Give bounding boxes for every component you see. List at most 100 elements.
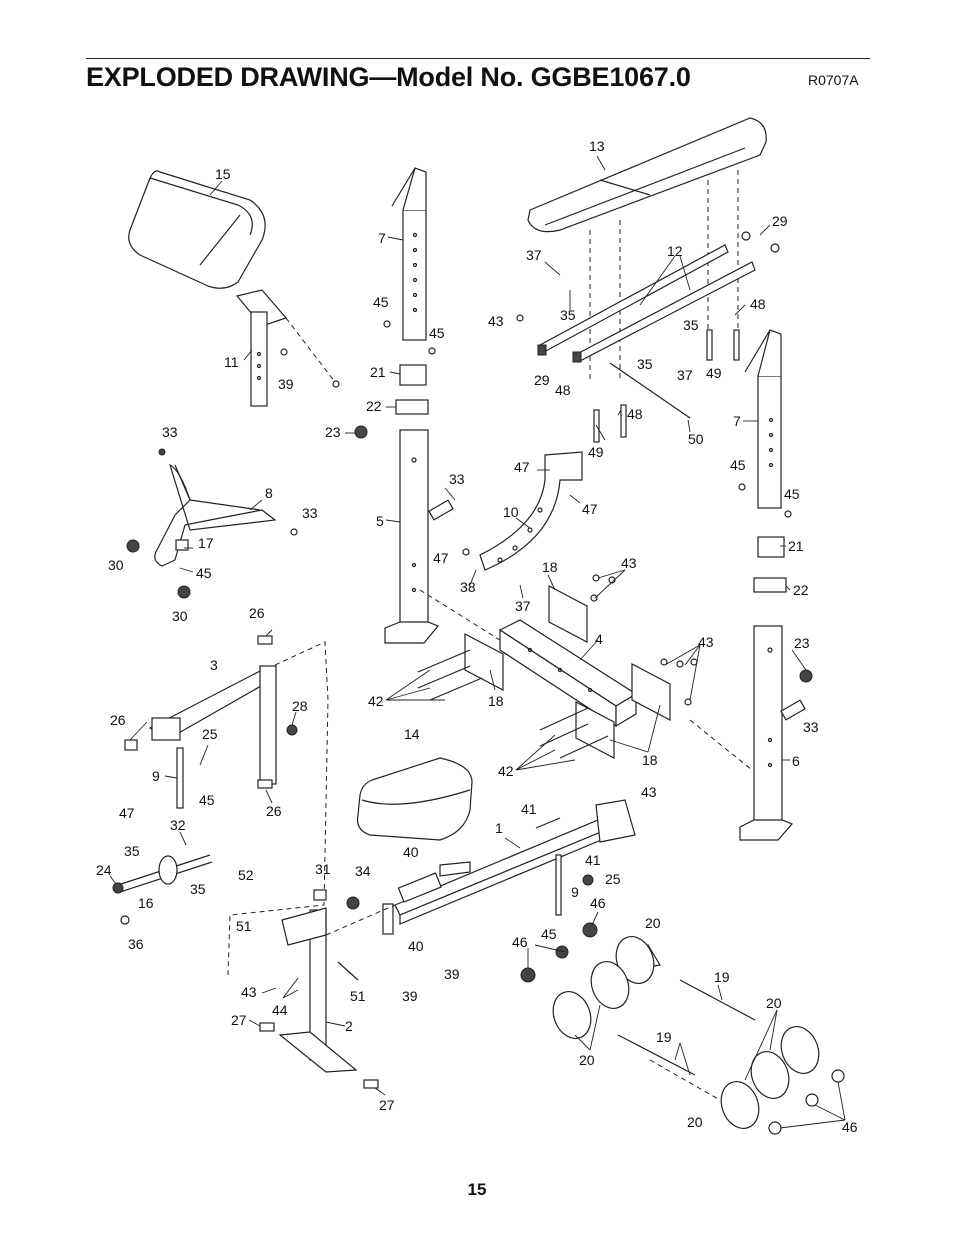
label-14: 14 xyxy=(404,726,420,742)
label-20-c: 20 xyxy=(579,1052,595,1068)
arm-pad-post-part xyxy=(235,289,340,407)
label-46-a: 46 xyxy=(590,895,606,911)
leader-lines xyxy=(109,155,846,1129)
upright-front-part xyxy=(354,425,501,644)
part-labels: 15 7 13 29 37 12 45 48 35 43 45 35 11 35… xyxy=(96,138,858,1135)
label-18-a: 18 xyxy=(542,559,558,575)
label-48-c: 48 xyxy=(627,406,643,422)
bolts-49 xyxy=(593,329,740,443)
label-8: 8 xyxy=(265,485,273,501)
label-19-a: 19 xyxy=(714,969,730,985)
label-26-a: 26 xyxy=(249,605,265,621)
label-45-c: 45 xyxy=(730,457,746,473)
label-22-left: 22 xyxy=(366,398,382,414)
label-40-b: 40 xyxy=(408,938,424,954)
upright-insert-left-part xyxy=(383,167,436,355)
label-13: 13 xyxy=(589,138,605,154)
label-9-b: 9 xyxy=(571,884,579,900)
label-12: 12 xyxy=(667,243,683,259)
label-24: 24 xyxy=(96,862,112,878)
label-48-b: 48 xyxy=(555,382,571,398)
label-49-a: 49 xyxy=(706,365,722,381)
label-7-right: 7 xyxy=(733,413,741,429)
label-49-b: 49 xyxy=(588,444,604,460)
label-16: 16 xyxy=(138,895,154,911)
label-33-d: 33 xyxy=(803,719,819,735)
label-47-a: 47 xyxy=(514,459,530,475)
label-52: 52 xyxy=(238,867,254,883)
label-25-a: 25 xyxy=(202,726,218,742)
label-51-a: 51 xyxy=(236,918,252,934)
label-41-b: 41 xyxy=(585,852,601,868)
label-4: 4 xyxy=(595,631,603,647)
label-50: 50 xyxy=(688,431,704,447)
label-21-right: 21 xyxy=(788,538,804,554)
label-33-a: 33 xyxy=(162,424,178,440)
label-30-b: 30 xyxy=(172,608,188,624)
label-46-c: 46 xyxy=(842,1119,858,1135)
label-45-f: 45 xyxy=(199,792,215,808)
label-39-c: 39 xyxy=(402,988,418,1004)
label-7-left: 7 xyxy=(378,230,386,246)
label-35-b: 35 xyxy=(683,317,699,333)
label-41-a: 41 xyxy=(521,801,537,817)
label-37-c: 37 xyxy=(515,598,531,614)
label-38: 38 xyxy=(460,579,476,595)
label-35-e: 35 xyxy=(190,881,206,897)
cap-21-left xyxy=(399,364,427,386)
label-39-b: 39 xyxy=(444,966,460,982)
adjust-bracket-part xyxy=(462,451,583,571)
label-18-b: 18 xyxy=(488,693,504,709)
label-23-right: 23 xyxy=(794,635,810,651)
label-43-c: 43 xyxy=(698,634,714,650)
label-51-b: 51 xyxy=(350,988,366,1004)
cap-21-right xyxy=(757,536,785,558)
label-33-b: 33 xyxy=(449,471,465,487)
label-27-b: 27 xyxy=(379,1097,395,1113)
label-43-b: 43 xyxy=(621,555,637,571)
label-9-a: 9 xyxy=(152,768,160,784)
label-26-b: 26 xyxy=(110,712,126,728)
rollers-front-part xyxy=(520,922,756,1039)
label-15: 15 xyxy=(215,166,231,182)
label-29-b: 29 xyxy=(534,372,550,388)
label-27-a: 27 xyxy=(231,1012,247,1028)
label-47-c: 47 xyxy=(433,550,449,566)
label-31: 31 xyxy=(315,861,331,877)
label-28: 28 xyxy=(292,698,308,714)
label-35-c: 35 xyxy=(637,356,653,372)
label-43-a: 43 xyxy=(488,313,504,329)
rails-part xyxy=(516,231,780,419)
bolts-42-43 xyxy=(417,574,698,759)
label-47-d: 47 xyxy=(119,805,135,821)
label-42-b: 42 xyxy=(498,763,514,779)
front-leg-part xyxy=(259,889,396,1089)
label-1: 1 xyxy=(495,820,503,836)
label-2: 2 xyxy=(345,1018,353,1034)
label-48-a: 48 xyxy=(750,296,766,312)
main-frame-part xyxy=(382,799,636,935)
label-44: 44 xyxy=(272,1002,288,1018)
seat-pad-part xyxy=(356,757,473,841)
bushing-22-left xyxy=(395,399,429,415)
label-30-a: 30 xyxy=(108,557,124,573)
label-39-a: 39 xyxy=(278,376,294,392)
label-20-d: 20 xyxy=(687,1114,703,1130)
curl-frame-part xyxy=(124,635,329,976)
label-45-b: 45 xyxy=(429,325,445,341)
label-22-right: 22 xyxy=(793,582,809,598)
label-20-b: 20 xyxy=(766,995,782,1011)
label-25-b: 25 xyxy=(605,871,621,887)
crossbar-part xyxy=(464,585,671,759)
arm-pad-part xyxy=(128,170,266,289)
label-37-b: 37 xyxy=(677,367,693,383)
label-20-a: 20 xyxy=(645,915,661,931)
label-45-g: 45 xyxy=(541,926,557,942)
label-35-d: 35 xyxy=(124,843,140,859)
label-26-c: 26 xyxy=(266,803,282,819)
label-46-b: 46 xyxy=(512,934,528,950)
label-47-b: 47 xyxy=(582,501,598,517)
label-10: 10 xyxy=(503,504,519,520)
label-34: 34 xyxy=(355,863,371,879)
